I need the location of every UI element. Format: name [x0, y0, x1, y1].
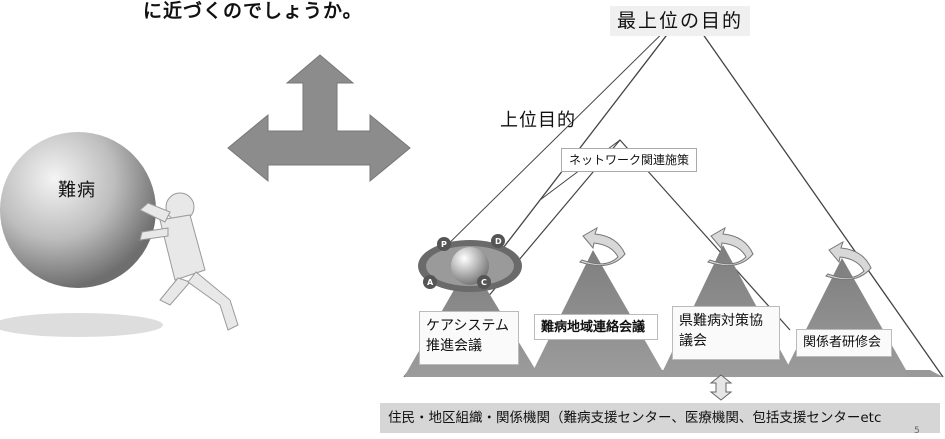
top-goal-label: 最上位の目的: [610, 6, 750, 36]
ball-shape: [0, 132, 156, 288]
double-vertical-arrow-shape: [709, 374, 733, 401]
connector-line: [429, 9, 687, 263]
pdca-a-label: A: [427, 278, 434, 287]
care-system-box: ケアシステム推進会議: [419, 311, 519, 365]
training-box: 関係者研修会: [796, 329, 892, 357]
pdca-d-label: D: [495, 237, 502, 246]
pdca-cycle-graphic: P D C A: [418, 234, 522, 292]
cycle-arrow-icon: [579, 226, 872, 281]
prefecture-council-box: 県難病対策協議会: [672, 306, 780, 360]
mountain-2: [530, 250, 666, 377]
renraku-meeting-box: 難病地域連絡会議: [534, 314, 658, 340]
heading-text: に近づくのでしょうか。: [143, 0, 363, 22]
ball-shadow: [0, 313, 163, 337]
upper-goal-label: 上位目的: [500, 110, 576, 131]
three-way-arrow-shape: [227, 54, 411, 183]
community-bar: 住民・地区組織・関係機関（難病支援センター、医療機関、包括支援センターetc: [380, 403, 940, 433]
page-number: 5: [914, 426, 920, 436]
pushing-person-figure: [139, 192, 239, 331]
pdca-p-label: P: [441, 240, 447, 249]
mountain-4: [782, 258, 910, 377]
network-policy-label: ネットワーク関連施策: [561, 148, 697, 172]
ball-label: 難病: [58, 180, 96, 201]
pdca-c-label: C: [481, 278, 487, 287]
